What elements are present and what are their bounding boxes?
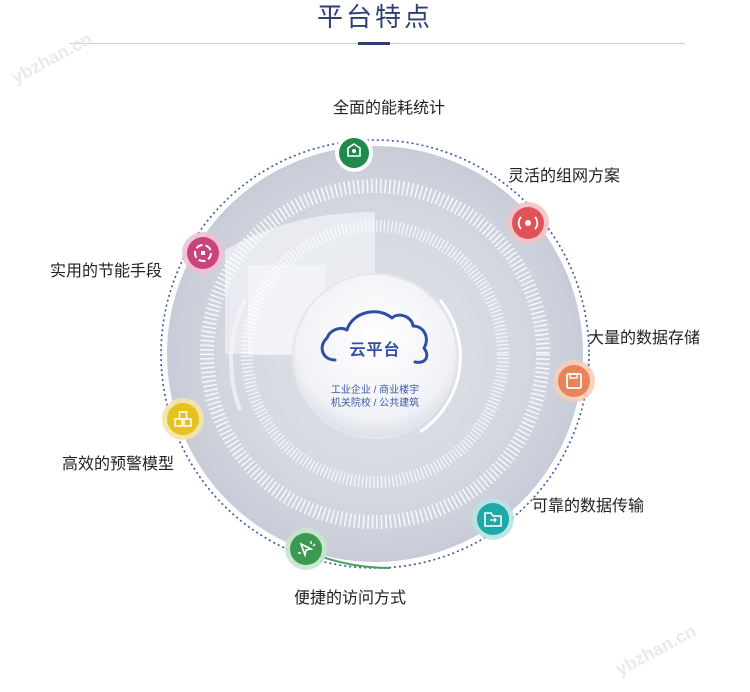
signal-icon [507, 202, 549, 244]
center-platform-label: 云平台 [349, 342, 401, 359]
feature-label-data-transfer: 可靠的数据传输 [532, 498, 645, 515]
feature-label-energy-stats: 全面的能耗统计 [333, 100, 446, 117]
feature-label-access: 便捷的访问方式 [294, 590, 407, 607]
inner-arc [419, 299, 462, 434]
center-subtitle-1: 工业企业 / 商业楼宇 [330, 385, 420, 396]
feature-label-warning-model: 高效的预警模型 [62, 456, 175, 473]
page-title: 平台特点 [316, 2, 433, 32]
folder-transfer-icon [472, 498, 514, 540]
header: 平台特点 [0, 0, 750, 60]
center-circle [292, 273, 458, 439]
feature-label-networking: 灵活的组网方案 [508, 168, 621, 185]
feature-label-data-storage: 大量的数据存储 [588, 330, 701, 347]
cursor-click-icon [285, 528, 327, 570]
save-disk-icon [553, 360, 595, 402]
left-arc [229, 299, 247, 411]
tick-ring-outer [200, 179, 550, 529]
recycle-icon [182, 232, 224, 274]
cubes-icon [162, 398, 204, 440]
feature-label-energy-saving: 实用的节能手段 [50, 263, 163, 280]
cloud-icon [320, 310, 429, 364]
energy-chart-icon [335, 134, 373, 172]
tick-ring-inner [241, 220, 509, 488]
center-subtitle-2: 机关院校 / 公共建筑 [330, 398, 420, 409]
title-accent-bar [358, 42, 390, 45]
